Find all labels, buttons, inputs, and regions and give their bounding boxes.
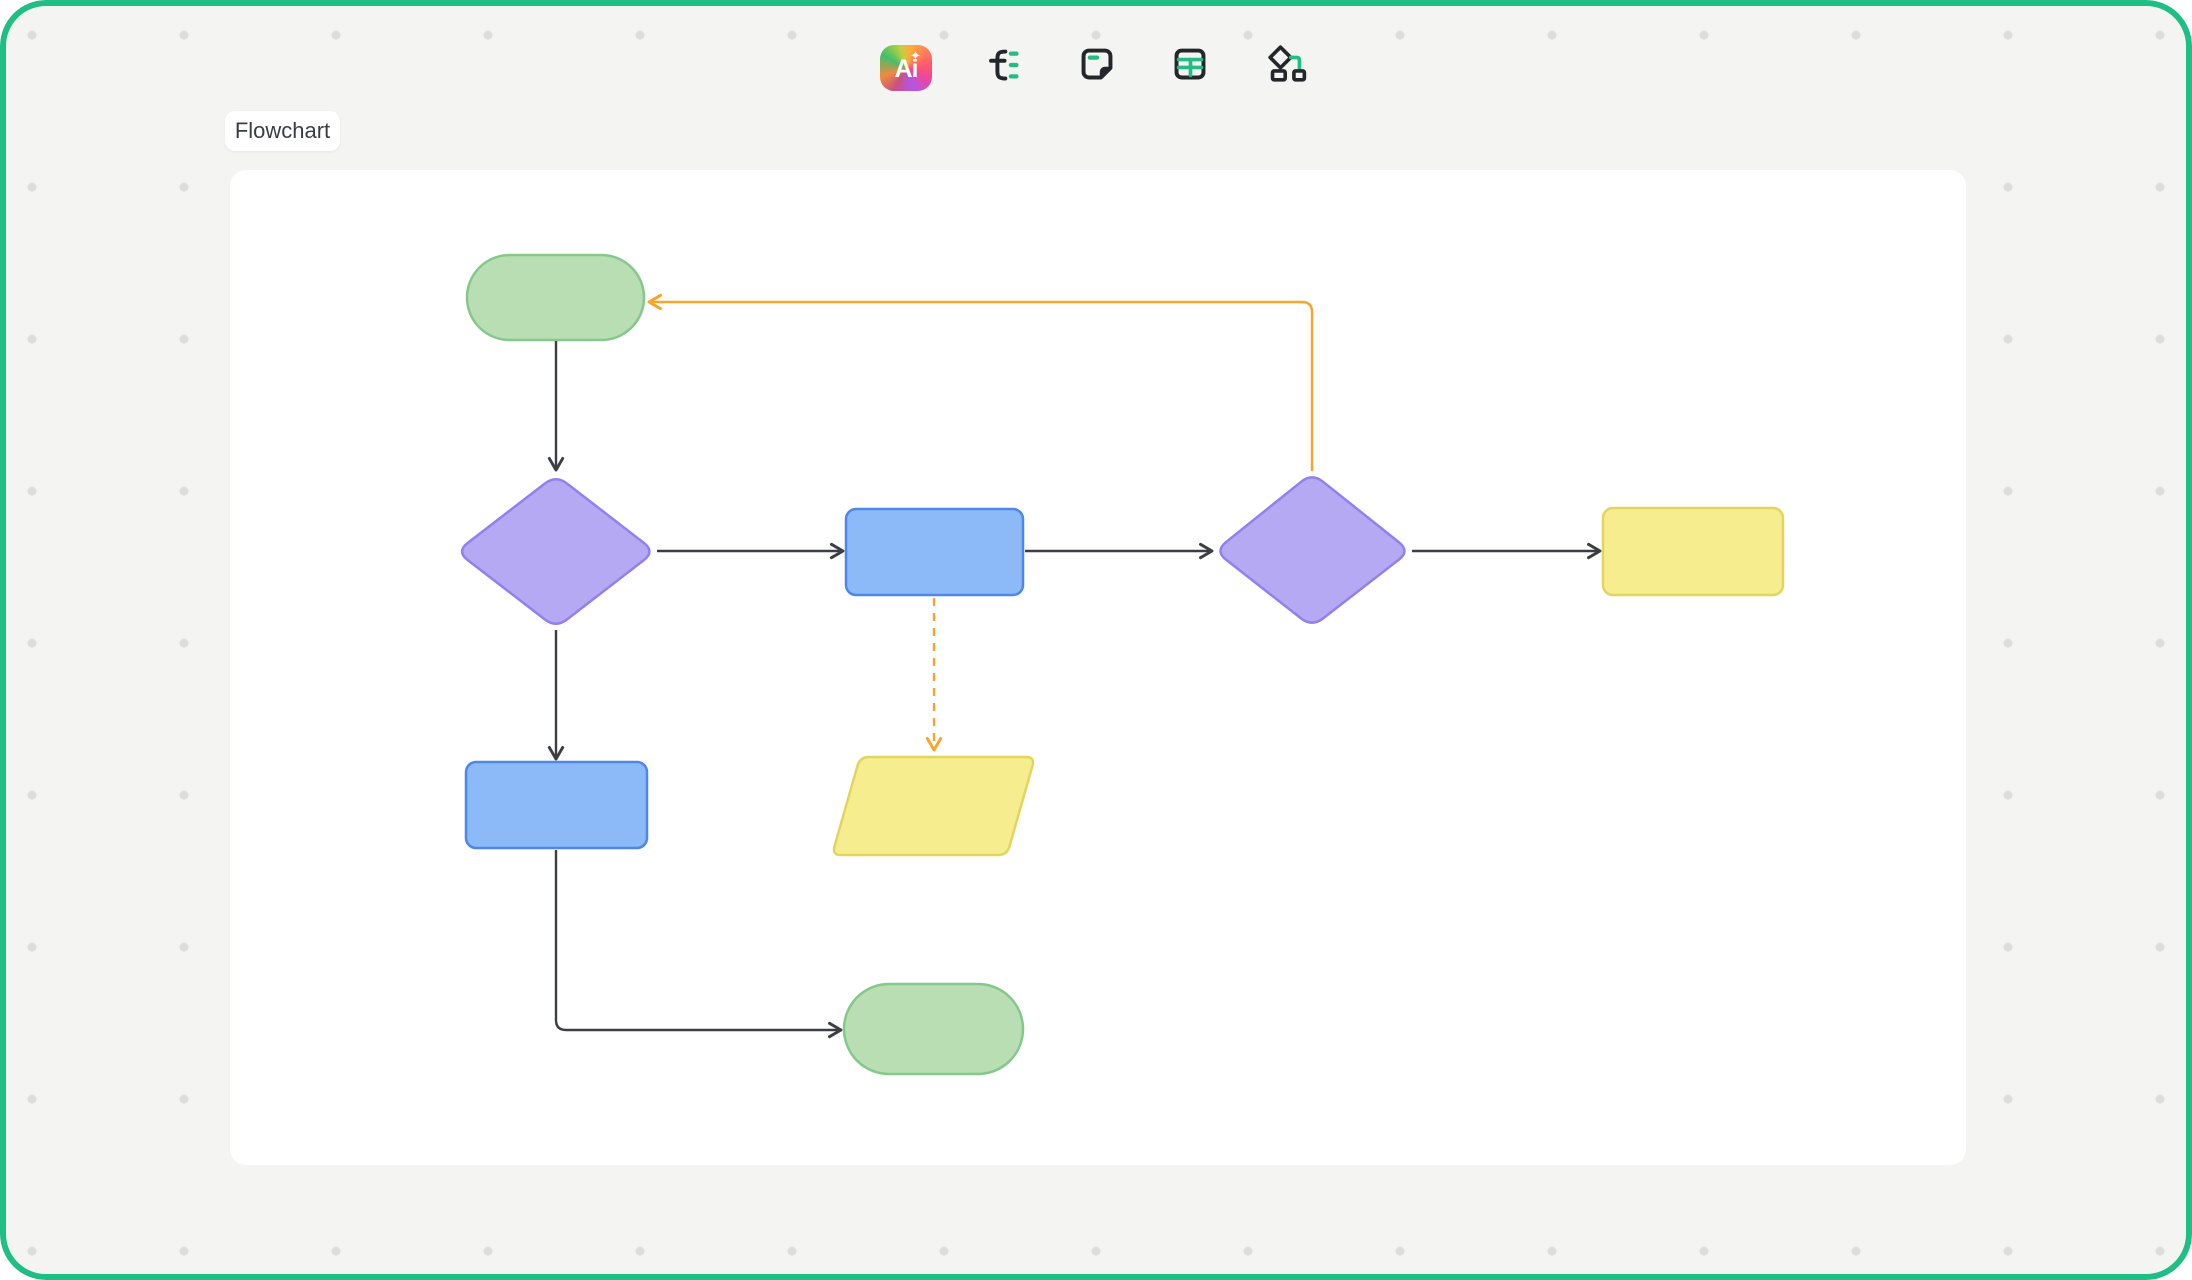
node-decision-right[interactable] — [1219, 476, 1406, 624]
node-process-center[interactable] — [844, 507, 1025, 597]
ai-assistant-button[interactable]: Ai ✦ — [880, 45, 932, 91]
edge-decision-right-to-terminator-top[interactable] — [647, 293, 1314, 471]
sparkle-icon: ✦ — [910, 48, 921, 63]
node-decision-left[interactable] — [460, 478, 651, 625]
flowchart-shapes-button[interactable] — [1265, 44, 1307, 82]
table-icon — [1174, 48, 1206, 80]
board-label-text: Flowchart — [234, 118, 331, 143]
ai-label: Ai — [894, 54, 919, 83]
table-button[interactable] — [1170, 45, 1210, 83]
node-terminator-top[interactable] — [465, 253, 646, 342]
board-label[interactable]: Flowchart — [225, 111, 340, 151]
flowchart-shapes-icon — [1268, 45, 1307, 82]
outline-button[interactable] — [978, 46, 1020, 84]
node-result-right[interactable] — [1601, 506, 1785, 597]
toolbar: Ai ✦ — [0, 0, 2192, 100]
sticky-note-button[interactable] — [1078, 44, 1116, 84]
outline-icon — [989, 49, 1019, 81]
edge-process-left-to-terminator-bottom[interactable] — [554, 850, 843, 1039]
sticky-note-icon — [1081, 48, 1113, 80]
node-process-left[interactable] — [464, 760, 649, 850]
node-terminator-bottom[interactable] — [842, 982, 1025, 1076]
node-data-parallelogram[interactable] — [832, 755, 1035, 857]
